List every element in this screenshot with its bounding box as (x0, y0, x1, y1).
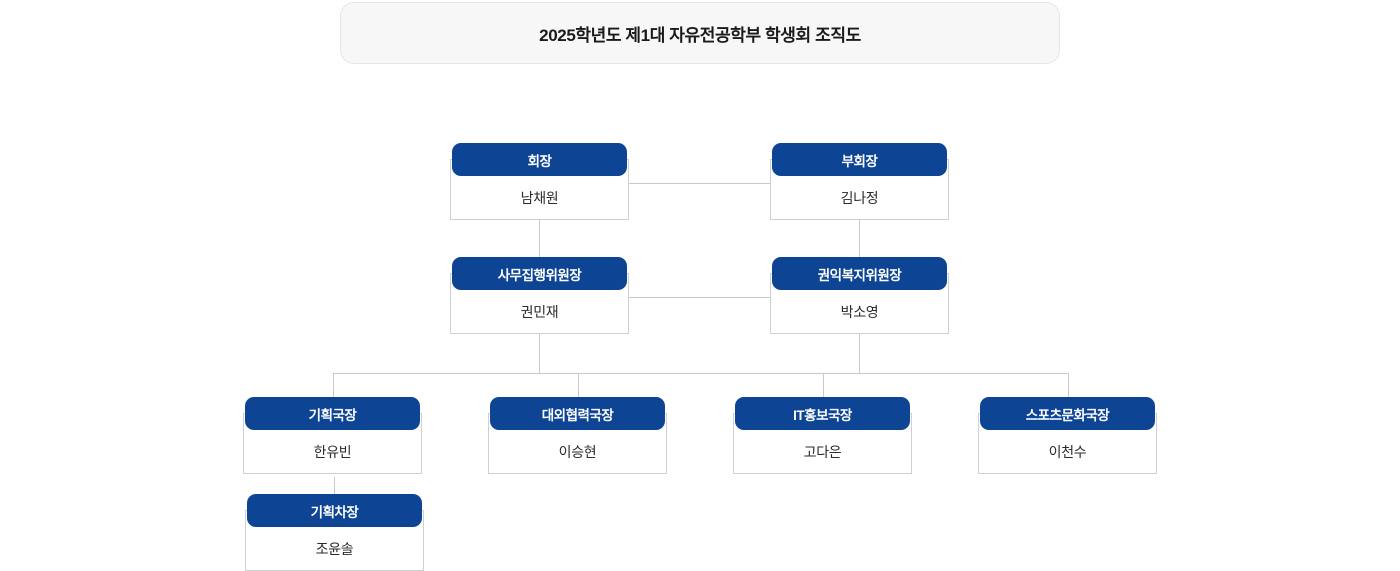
node-it-pr-director[interactable]: IT홍보국장 고다은 (733, 397, 912, 474)
node-person-name: 김나정 (840, 190, 879, 206)
connector-bus-to-planning (333, 373, 334, 400)
node-person: 조윤솔 (245, 527, 424, 571)
connector-bus-to-it (823, 373, 824, 400)
node-person: 남채원 (450, 176, 629, 220)
connector-affairs-to-bus (539, 334, 540, 374)
node-external-affairs-director[interactable]: 대외협력국장 이승현 (488, 397, 667, 474)
connector-president-down (539, 220, 540, 263)
node-header: 기획국장 (245, 397, 420, 430)
page-title: 2025학년도 제1대 자유전공학부 학생회 조직도 (539, 25, 861, 45)
node-person-name: 권민재 (520, 304, 559, 320)
connector-welfare-to-bus (859, 334, 860, 374)
node-role: 기획차장 (310, 504, 359, 520)
node-header: 기획차장 (247, 494, 422, 527)
node-person-name: 남채원 (520, 190, 559, 206)
node-person: 권민재 (450, 290, 629, 334)
connector-president-vicepresident (629, 183, 770, 184)
node-role: 사무집행위원장 (497, 267, 582, 283)
node-welfare-committee-chair[interactable]: 권익복지위원장 박소영 (770, 257, 949, 334)
chart-title-banner: 2025학년도 제1대 자유전공학부 학생회 조직도 (340, 2, 1060, 64)
node-person: 이승현 (488, 430, 667, 474)
node-role: 대외협력국장 (541, 407, 614, 423)
node-person: 이천수 (978, 430, 1157, 474)
node-affairs-committee-chair[interactable]: 사무집행위원장 권민재 (450, 257, 629, 334)
node-person-name: 고다은 (803, 444, 842, 460)
connector-vicepresident-down (859, 220, 860, 263)
node-header: 사무집행위원장 (452, 257, 627, 290)
connector-bus-to-sports (1068, 373, 1069, 400)
node-role: 기획국장 (308, 407, 357, 423)
node-role: 부회장 (841, 153, 878, 169)
node-header: 부회장 (772, 143, 947, 176)
node-person-name: 조윤솔 (315, 541, 354, 557)
node-header: 스포츠문화국장 (980, 397, 1155, 430)
node-vice-president[interactable]: 부회장 김나정 (770, 143, 949, 220)
node-header: IT홍보국장 (735, 397, 910, 430)
node-person: 김나정 (770, 176, 949, 220)
node-person: 고다은 (733, 430, 912, 474)
connector-planning-to-deputy (334, 477, 335, 497)
node-header: 대외협력국장 (490, 397, 665, 430)
node-person-name: 박소영 (840, 304, 879, 320)
node-person-name: 한유빈 (313, 444, 352, 460)
connector-department-bus (333, 373, 1069, 374)
node-role: 회장 (527, 153, 552, 169)
node-person: 한유빈 (243, 430, 422, 474)
node-header: 회장 (452, 143, 627, 176)
node-person-name: 이천수 (1048, 444, 1087, 460)
node-planning-deputy-director[interactable]: 기획차장 조윤솔 (245, 494, 424, 571)
node-role: 권익복지위원장 (817, 267, 902, 283)
node-role: 스포츠문화국장 (1025, 407, 1110, 423)
node-planning-director[interactable]: 기획국장 한유빈 (243, 397, 422, 474)
node-president[interactable]: 회장 남채원 (450, 143, 629, 220)
node-person: 박소영 (770, 290, 949, 334)
connector-committee-chairs (629, 297, 770, 298)
node-sports-culture-director[interactable]: 스포츠문화국장 이천수 (978, 397, 1157, 474)
node-header: 권익복지위원장 (772, 257, 947, 290)
connector-bus-to-external (578, 373, 579, 400)
node-person-name: 이승현 (558, 444, 597, 460)
node-role: IT홍보국장 (793, 407, 852, 423)
